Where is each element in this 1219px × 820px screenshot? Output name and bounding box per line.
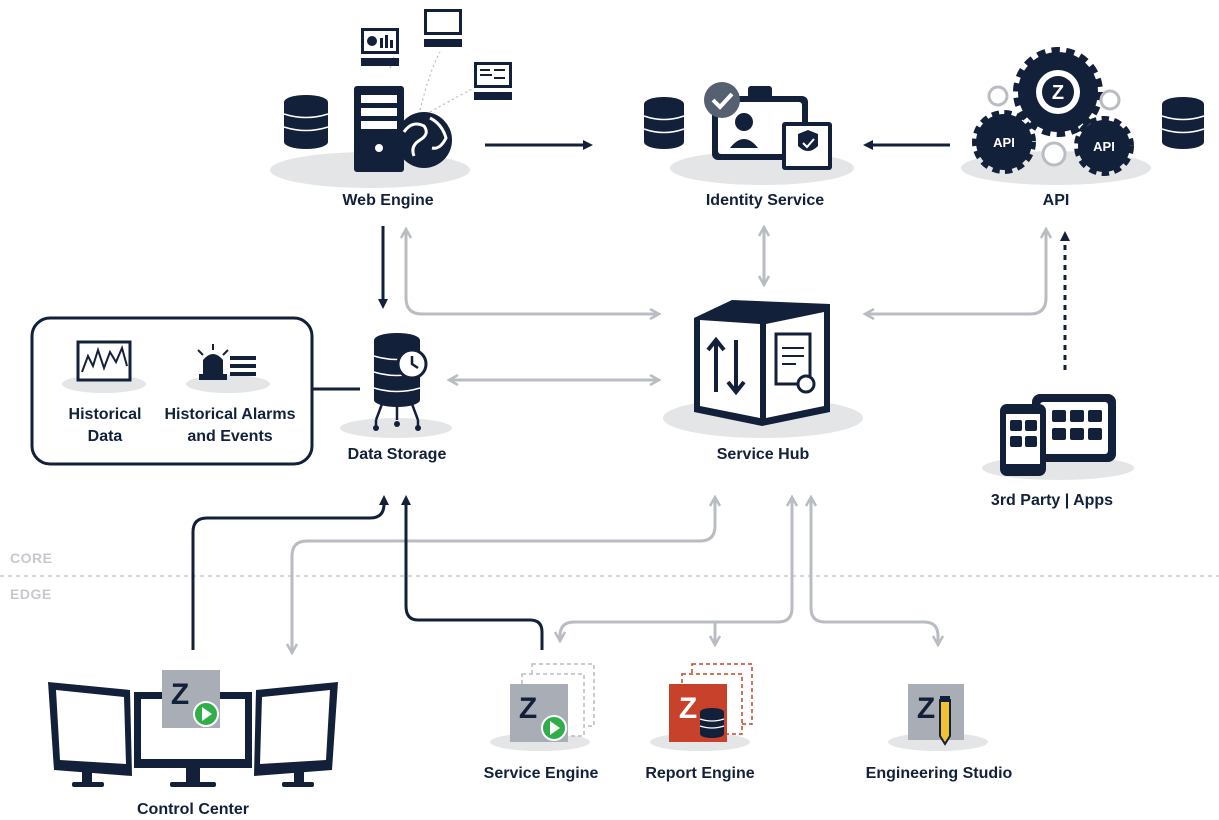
database-clock-icon [373, 333, 428, 431]
control-center-node: Z [48, 670, 338, 787]
z-pencil-icon [908, 684, 964, 746]
historical-alarms-line-2: and Events [187, 428, 273, 445]
historical-data-icon [76, 340, 132, 382]
monitor-icons [361, 9, 512, 113]
database-icon [643, 97, 685, 149]
engineering-studio-node: Z [888, 684, 988, 751]
api-hub-connector [866, 230, 1046, 314]
historical-data-line-2: Data [87, 428, 123, 445]
engineering-studio-z-logo: Z [917, 692, 935, 725]
navy-connectors [191, 140, 1070, 650]
historical-data-line-1: Historical [68, 406, 142, 423]
report-engine-label: Report Engine [645, 765, 755, 782]
alarm-events-icon [197, 344, 256, 380]
gears-icon [972, 47, 1134, 176]
engines-hub-connector [560, 498, 792, 640]
web-engine-label: Web Engine [342, 192, 434, 209]
identity-service-label: Identity Service [705, 192, 825, 209]
web-engine-hub-connector [406, 230, 658, 314]
service-engine-z-logo: Z [519, 692, 537, 725]
service-engine-label: Service Engine [483, 765, 599, 782]
engine-to-storage-arrow [401, 495, 544, 650]
studio-hub-connector [811, 498, 938, 644]
z-play-icon [162, 670, 220, 728]
server-icon [354, 86, 404, 172]
historical-data-label: Historical Data [69, 404, 142, 448]
core-zone-label: CORE [10, 550, 53, 566]
historical-alarms-line-1: Historical Alarms [164, 406, 296, 423]
z-database-icon [669, 684, 727, 742]
api-node: Z API API [961, 47, 1205, 185]
gear-api-label-right: API [1093, 139, 1115, 154]
control-to-storage-arrow [191, 495, 389, 650]
control-center-label: Control Center [137, 801, 249, 818]
service-hub-node [663, 300, 863, 438]
edge-zone-label: EDGE [10, 586, 52, 602]
checkmark-badge-icon [704, 82, 740, 118]
globe-icon [396, 112, 452, 168]
gear-api-label-left: API [993, 135, 1015, 150]
z-play-icon [510, 684, 568, 742]
control-center-z-logo: Z [171, 678, 189, 711]
data-storage-node [340, 333, 452, 438]
engineering-studio-label: Engineering Studio [865, 765, 1013, 782]
third-party-apps-node [982, 394, 1134, 480]
service-hub-label: Service Hub [716, 446, 810, 463]
historical-alarms-label: Historical Alarms and Events [164, 404, 295, 448]
identity-service-node [643, 82, 854, 185]
shadow [340, 418, 452, 438]
gray-connectors [292, 228, 1046, 652]
data-storage-label: Data Storage [347, 446, 447, 463]
api-label: API [1042, 192, 1070, 209]
monitors-icon [48, 682, 338, 787]
report-engine-node: Z [650, 663, 753, 751]
storage-panel [30, 316, 314, 466]
control-center-hub-connector [292, 498, 715, 652]
gear-z-logo: Z [1052, 82, 1064, 104]
database-icon [1161, 97, 1205, 149]
service-engine-node: Z [490, 663, 595, 751]
database-icon [283, 95, 329, 149]
tablet-phone-icon [1000, 394, 1116, 476]
report-engine-z-logo: Z [679, 692, 697, 725]
shield-clipboard-icon [782, 122, 832, 170]
cube-icon [694, 300, 830, 426]
third-party-apps-label: 3rd Party | Apps [990, 492, 1114, 509]
web-engine-node [270, 9, 512, 188]
